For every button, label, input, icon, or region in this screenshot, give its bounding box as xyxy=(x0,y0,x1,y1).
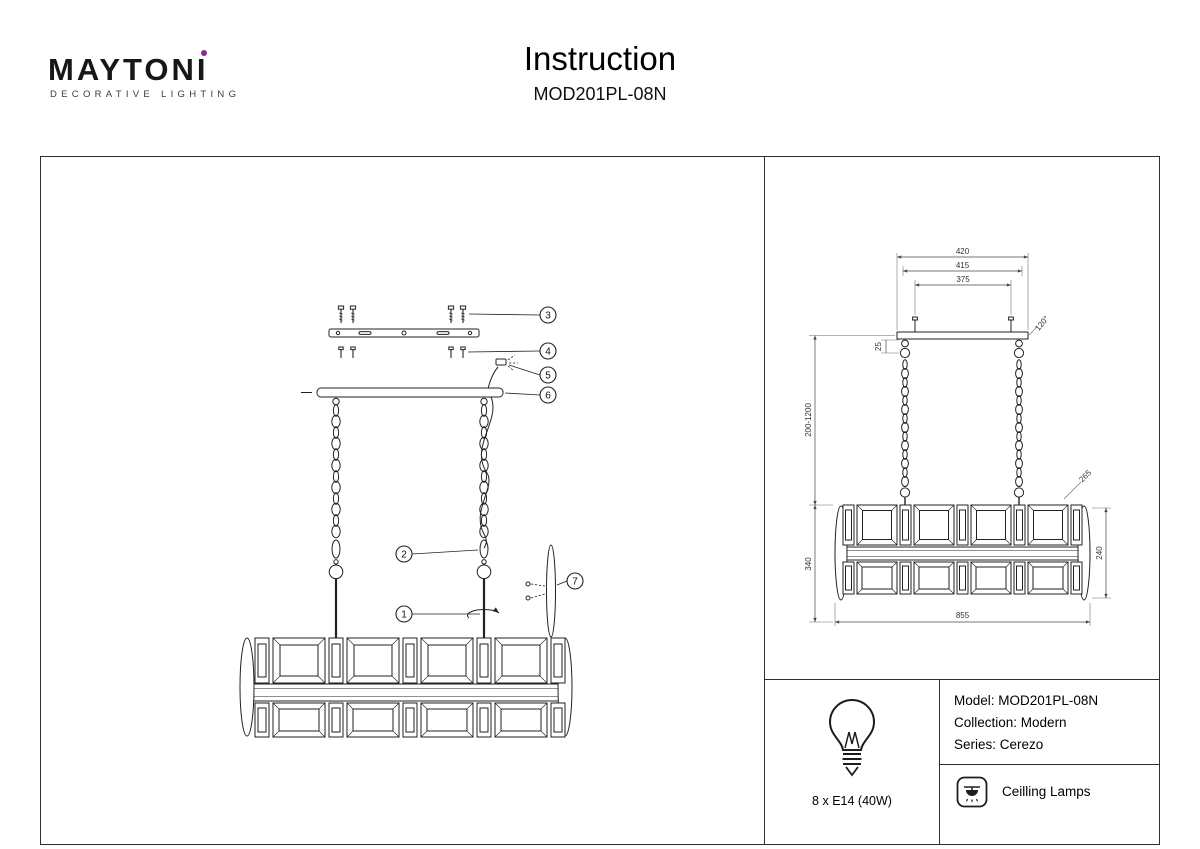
dim-200-1200: 200-1200 xyxy=(804,403,813,437)
part-label-4: 4 xyxy=(545,347,551,358)
part-label-6: 6 xyxy=(545,391,551,402)
part-callout-7: 7 xyxy=(556,572,584,590)
part-label-3: 3 xyxy=(545,311,551,322)
spec-series-label: Series: xyxy=(954,736,997,752)
part-callout-1: 1 xyxy=(395,605,480,623)
dim-chandelier-body xyxy=(834,504,1091,601)
mounting-screws xyxy=(337,305,467,324)
brand-tagline: DECORATIVE LIGHTING xyxy=(50,89,241,100)
exploded-diagram: 3 4 5 6 2 xyxy=(239,305,584,738)
spec-model-value: MOD201PL-08N xyxy=(998,693,1099,708)
spec-panel: Model: MOD201PL-08N Collection: Modern S… xyxy=(939,679,1160,845)
dim-265: 265 xyxy=(1077,468,1093,484)
right-dimension: 240 xyxy=(1092,507,1111,599)
page-title: Instruction xyxy=(523,40,677,77)
dim-240: 240 xyxy=(1095,546,1104,560)
dim-855: 855 xyxy=(956,611,970,620)
dimensions-panel: 420 415 375 xyxy=(764,156,1160,680)
dimensions-diagram: 420 415 375 xyxy=(804,247,1111,626)
dim-25: 25 xyxy=(874,342,883,351)
part-label-2: 2 xyxy=(401,550,407,561)
category-row: Ceilling Lamps xyxy=(954,765,1145,808)
dim-120deg: 120° xyxy=(1033,314,1051,332)
bulb-panel: 8 x E14 (40W) xyxy=(764,679,940,845)
dim-chain-right xyxy=(1013,347,1025,509)
ceiling-lamp-icon xyxy=(956,776,988,808)
brand-logo: MAYTONI DECORATIVE LIGHTING xyxy=(48,50,241,100)
spec-divider xyxy=(940,763,1159,765)
angle-note: 120° xyxy=(1028,314,1051,336)
exploded-view-panel: 3 4 5 6 2 xyxy=(40,156,765,845)
dim-420: 420 xyxy=(956,247,970,256)
model-number: MOD201PL-08N xyxy=(533,84,667,104)
chain-right xyxy=(479,404,489,539)
left-dimensions: 200-1200 340 xyxy=(804,335,895,623)
canopy-offset-dim: 25 xyxy=(874,339,899,354)
part-callout-3: 3 xyxy=(468,306,557,324)
part-label-5: 5 xyxy=(545,371,551,382)
wire-connector xyxy=(487,354,518,390)
chandelier-body xyxy=(239,637,573,738)
spec-model-label: Model: xyxy=(954,693,995,708)
title-block: Instruction MOD201PL-08N xyxy=(0,40,1200,105)
brand-text: MAYTONI xyxy=(48,52,209,87)
dim-375: 375 xyxy=(956,275,970,284)
ceiling-bar xyxy=(896,316,1029,348)
part-callout-4: 4 xyxy=(467,342,557,360)
category-label: Ceilling Lamps xyxy=(1002,784,1091,800)
spec-row-collection: Collection: Modern xyxy=(954,712,1145,734)
hook-left xyxy=(328,539,344,580)
dim-415: 415 xyxy=(956,261,970,270)
spec-collection-value: Modern xyxy=(1020,714,1067,730)
part-callout-6: 6 xyxy=(504,386,557,404)
part-callout-2: 2 xyxy=(395,545,479,563)
width-dimension: 855 xyxy=(834,603,1091,626)
depth-dimension: 265 xyxy=(1063,468,1094,500)
rotation-arrow-icon xyxy=(467,607,500,619)
bulb-spec-label: 8 x E14 (40W) xyxy=(812,794,892,808)
cover-plate xyxy=(525,544,556,638)
mounting-strap xyxy=(328,328,480,338)
canopy-screws xyxy=(338,346,466,359)
canopy-bar xyxy=(301,387,504,406)
bulb-icon xyxy=(824,696,880,782)
brand-dot-icon xyxy=(200,50,207,56)
hook-right xyxy=(476,539,492,580)
dim-340: 340 xyxy=(804,557,813,571)
chain-left xyxy=(331,404,341,539)
part-label-7: 7 xyxy=(572,577,578,588)
part-callout-5: 5 xyxy=(508,364,557,384)
spec-row-model: Model: MOD201PL-08N xyxy=(954,690,1145,712)
top-dimensions: 420 415 375 xyxy=(896,247,1029,330)
dim-chain-left xyxy=(899,347,911,509)
part-label-1: 1 xyxy=(401,610,407,621)
spec-collection-label: Collection: xyxy=(954,714,1018,730)
brand-name: MAYTONI xyxy=(48,50,209,87)
spec-series-value: Cerezo xyxy=(999,736,1044,752)
spec-row-series: Series: Cerezo xyxy=(954,734,1145,756)
